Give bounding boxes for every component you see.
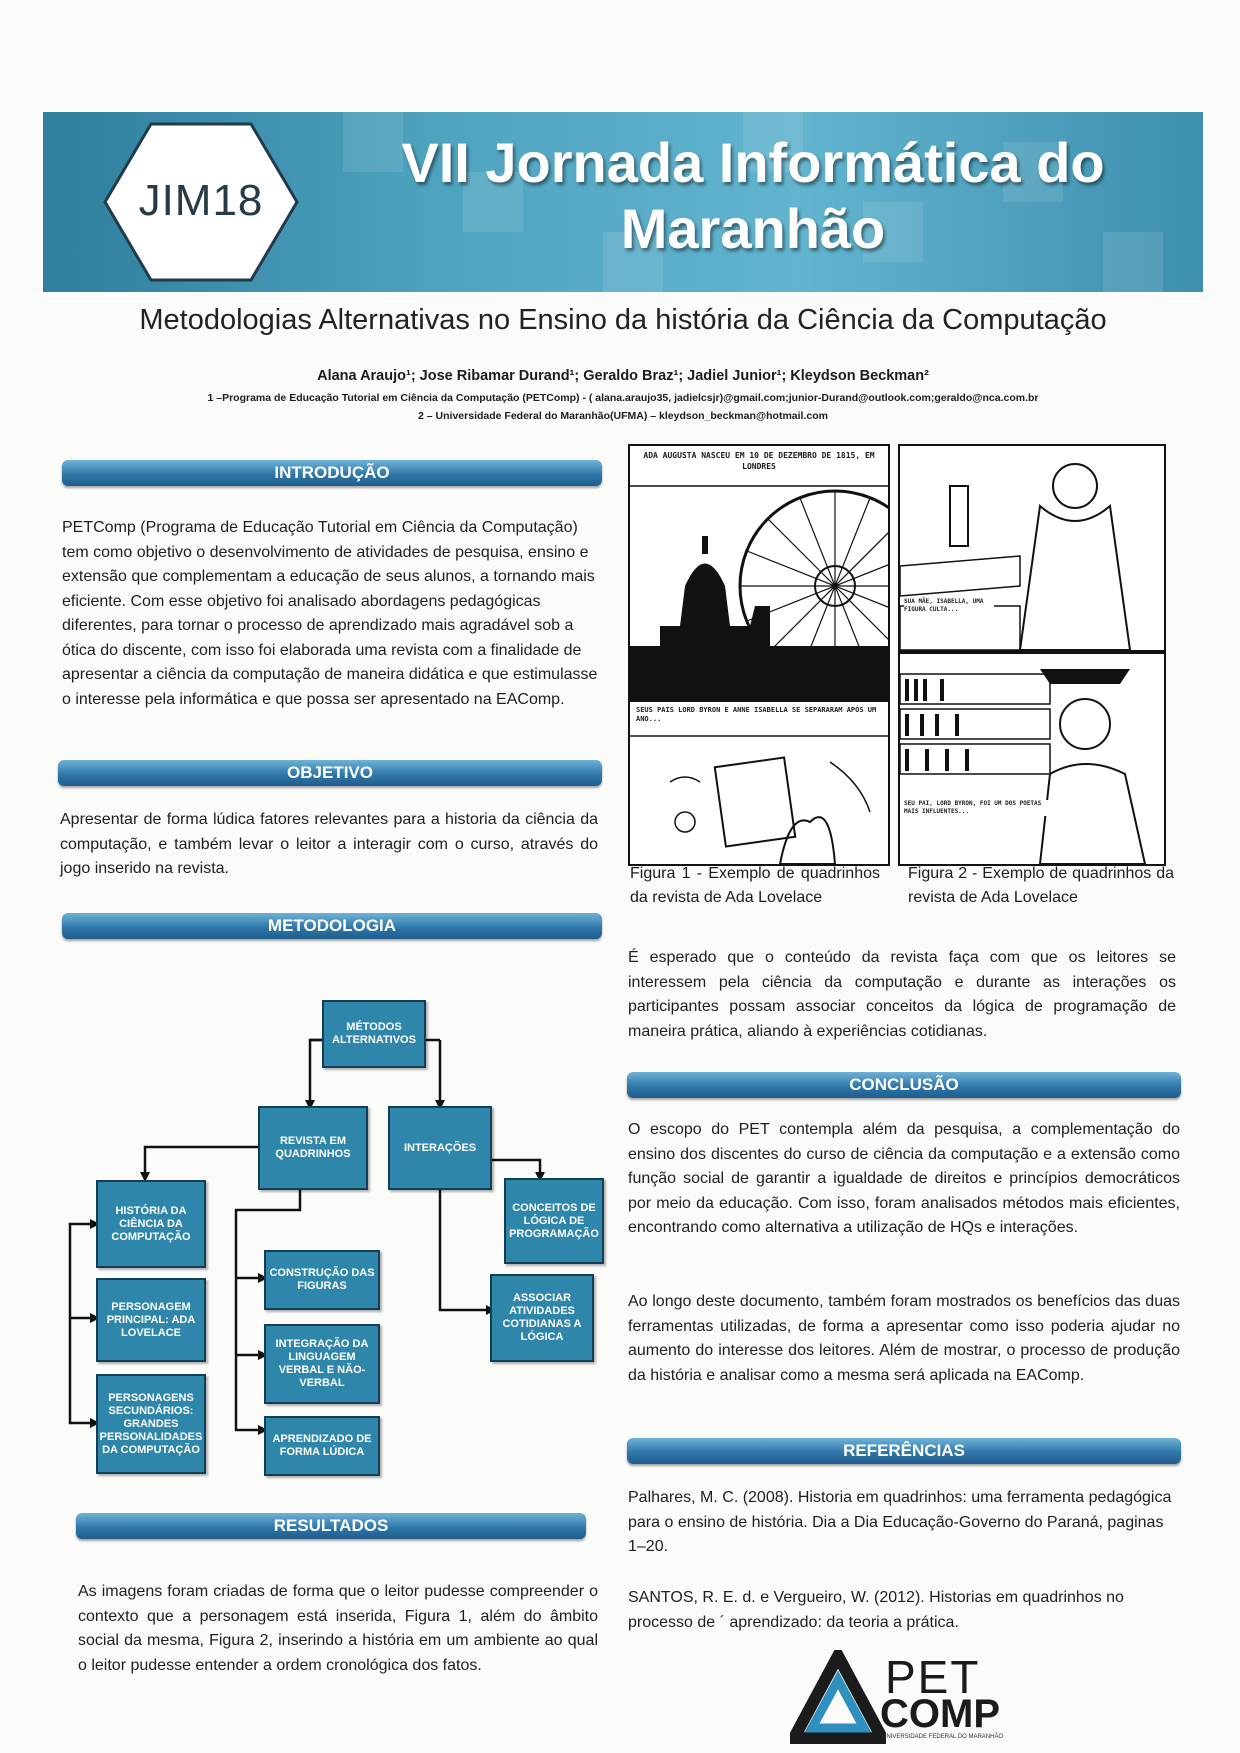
figure1-caption: Figura 1 - Exemplo de quadrinhos da revi…: [630, 865, 880, 906]
affiliation-1: 1 –Programa de Educação Tutorial em Ciên…: [207, 392, 1039, 404]
event-title-line1: VII Jornada Informática do: [401, 131, 1105, 194]
flow-conceitos-logica: CONCEITOS DE LÓGICA DE PROGRAMAÇÃO: [504, 1178, 604, 1264]
event-title: VII Jornada Informática do Maranhão: [313, 130, 1193, 262]
petcomp-triangle-icon: [790, 1650, 886, 1744]
comic1-bottom-caption: SEUS PAIS LORD BYRON E ANNE ISABELLA SE …: [636, 706, 877, 723]
flow-aprendizado-ludico: APRENDIZADO DE FORMA LÚDICA: [264, 1416, 380, 1476]
event-title-line2: Maranhão: [620, 197, 886, 260]
flow-personagem-principal: PERSONAGEM PRINCIPAL: ADA LOVELACE: [96, 1278, 206, 1362]
affiliation-2: 2 – Universidade Federal do Maranhão(UFM…: [418, 410, 828, 422]
introducao-text: PETComp (Programa de Educação Tutorial e…: [62, 519, 598, 708]
conclusao-text-2: Ao longo deste documento, também foram m…: [628, 1293, 1180, 1384]
section-bar-conclusao: CONCLUSÃO: [627, 1072, 1181, 1098]
paper-title: Metodologias Alternativas no Ensino da h…: [139, 304, 1107, 336]
section-bar-introducao: INTRODUÇÃO: [62, 460, 602, 486]
section-bar-resultados: RESULTADOS: [76, 1513, 586, 1539]
section-bar-metodologia: METODOLOGIA: [62, 913, 602, 939]
resultados-continued-text: É esperado que o conteúdo da revista faç…: [628, 949, 1176, 1040]
petcomp-logo: PET COMP UNIVERSIDADE FEDERAL DO MARANHÃ…: [790, 1650, 1030, 1746]
figure2-caption: Figura 2 - Exemplo de quadrinhos da revi…: [908, 865, 1174, 906]
section-bar-objetivo: OBJETIVO: [58, 760, 602, 786]
flow-historia-computacao: HISTÓRIA DA CIÊNCIA DA COMPUTAÇÃO: [96, 1180, 206, 1268]
comic2-top-caption: SUA MÃE, ISABELLA, UMA FIGURA CULTA...: [904, 598, 994, 614]
comic-panel-1b: SEUS PAIS LORD BYRON E ANNE ISABELLA SE …: [628, 700, 890, 866]
resultados-text: As imagens foram criadas de forma que o …: [78, 1583, 598, 1674]
objetivo-text: Apresentar de forma lúdica fatores relev…: [60, 811, 598, 877]
comic2-bottom-caption: SEU PAI, LORD BYRON, FOI UM DOS POETAS M…: [904, 800, 1054, 816]
conclusao-text-1: O escopo do PET contempla além da pesqui…: [628, 1121, 1180, 1236]
reference-1: Palhares, M. C. (2008). Historia em quad…: [628, 1489, 1172, 1555]
ufma-label: UNIVERSIDADE FEDERAL DO MARANHÃO: [882, 1734, 1004, 1740]
flow-construcao-figuras: CONSTRUÇÃO DAS FIGURAS: [264, 1250, 380, 1310]
comic-panel-1a: ADA AUGUSTA NASCEU EM 10 DE DEZEMBRO DE …: [628, 444, 890, 702]
comic-panel-2b: SEU PAI, LORD BYRON, FOI UM DOS POETAS M…: [898, 652, 1166, 866]
comic1-top-caption: ADA AUGUSTA NASCEU EM 10 DE DEZEMBRO DE …: [643, 451, 875, 471]
flow-interacoes: INTERAÇÕES: [388, 1106, 492, 1190]
pet-label: PET: [885, 1651, 981, 1703]
section-bar-referencias: REFERÊNCIAS: [627, 1438, 1181, 1464]
flow-revista-quadrinhos: REVISTA EM QUADRINHOS: [258, 1106, 368, 1190]
flow-metodos-alternativos: MÉTODOS ALTERNATIVOS: [322, 1000, 426, 1068]
authors: Alana Araujo¹; Jose Ribamar Durand¹; Ger…: [317, 368, 929, 384]
comic-panel-2a: SUA MÃE, ISABELLA, UMA FIGURA CULTA...: [898, 444, 1166, 652]
logo-text: JIM18: [138, 176, 264, 225]
flow-associar-atividades: ASSOCIAR ATIVIDADES COTIDIANAS A LÓGICA: [490, 1274, 594, 1362]
reference-2: SANTOS, R. E. d. e Vergueiro, W. (2012).…: [628, 1589, 1124, 1631]
flow-personagens-secundarios: PERSONAGENS SECUNDÁRIOS: GRANDES PERSONA…: [96, 1374, 206, 1474]
comp-label: COMP: [880, 1692, 1000, 1736]
flow-integracao-linguagem: INTEGRAÇÃO DA LINGUAGEM VERBAL E NÃO-VER…: [264, 1324, 380, 1404]
header-banner: JIM18 VII Jornada Informática do Maranhã…: [43, 112, 1203, 292]
jim-logo: JIM18: [101, 120, 301, 284]
